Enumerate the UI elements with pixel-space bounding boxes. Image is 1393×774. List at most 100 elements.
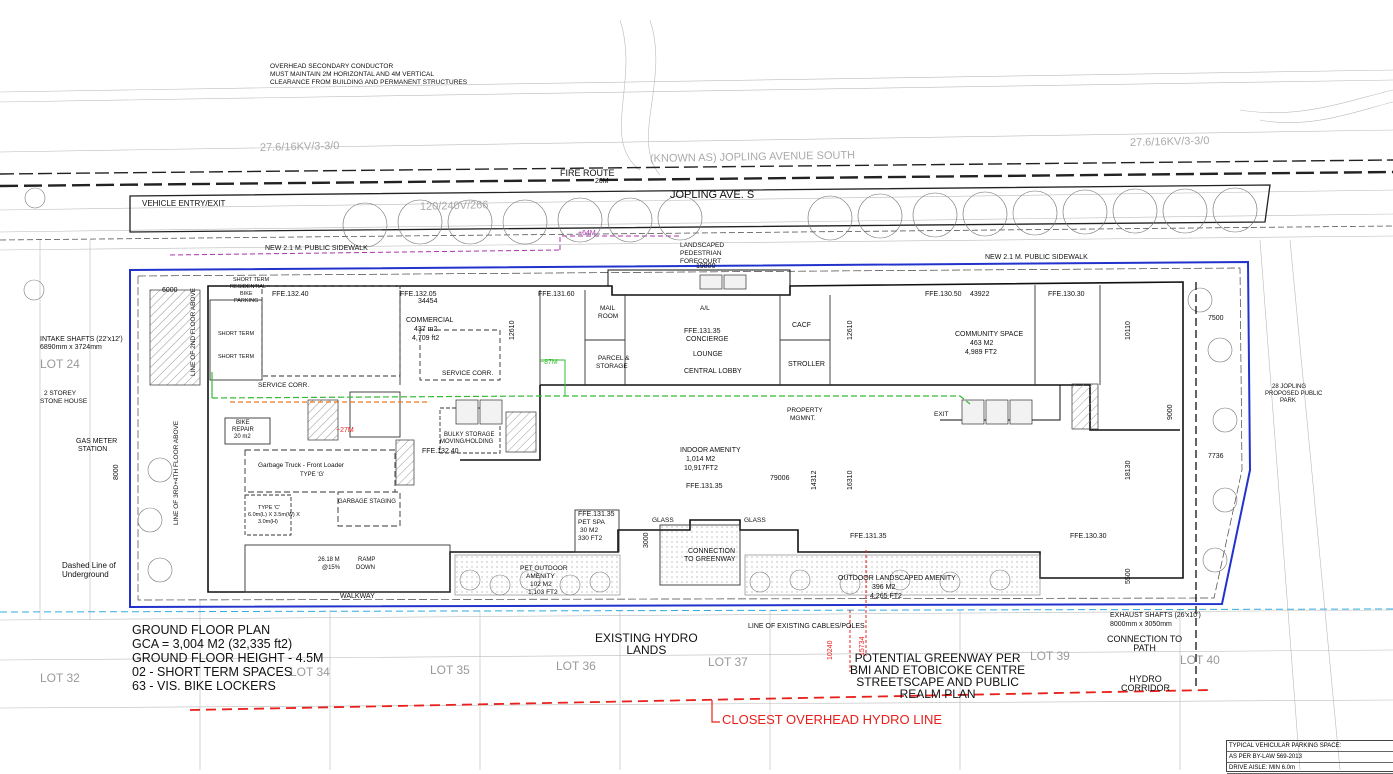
outdoor-landscaped-2: 396 M2 <box>872 584 895 591</box>
dim-3000: 3000 <box>643 532 650 548</box>
greenway-line-1: POTENTIAL GREENWAY PER <box>854 651 1021 665</box>
ffe-pet-spa: FFE.131.35 <box>578 511 615 518</box>
commercial-area-ft2: 4,709 ft2 <box>412 335 439 342</box>
indoor-amenity-label: INDOOR AMENITY <box>680 447 741 454</box>
bulky-storage-2: MOVING/HOLDING <box>440 439 494 445</box>
stroller-label: STROLLER <box>788 361 825 368</box>
short-term-bike-4: PARKING <box>234 298 258 304</box>
exhaust-shafts-2: 8000mm x 3050mm <box>1110 621 1172 628</box>
dim-12610-a: 12610 <box>509 320 516 340</box>
type-c-2: 6.0m(L) X 3.5m(W) X <box>248 512 300 518</box>
cacf-label: CACF <box>792 322 811 329</box>
short-term-bike-3: BIKE <box>240 291 253 297</box>
south-planting <box>23 187 1238 596</box>
plan-title: GROUND FLOOR PLAN <box>132 623 271 637</box>
short-term-bike-1: SHORT TERM <box>233 277 269 283</box>
connection-path-note: CONNECTION TO PATH <box>1107 635 1182 653</box>
existing-hydro-lands: EXISTING HYDRO LANDS <box>595 632 698 656</box>
connection-path-line-2: PATH <box>1133 643 1156 653</box>
lot-34: LOT 34 <box>290 665 330 679</box>
pet-spa-label: PET SPA <box>578 519 606 526</box>
walkway-label: WALKWAY <box>340 593 375 600</box>
lounge-label: LOUNGE <box>693 351 723 358</box>
dim-19800: 19800 <box>696 263 716 270</box>
lot-36: LOT 36 <box>556 659 596 673</box>
ffe-east: FFE.130.30 <box>1048 291 1085 298</box>
dim-16310: 16310 <box>847 470 854 490</box>
storey-house-2: STONE HOUSE <box>40 398 88 405</box>
park-label-3: PARK <box>1280 398 1296 404</box>
ffe-lobby: FFE.131.35 <box>684 328 721 335</box>
ffe-amenity: FFE.131.35 <box>686 483 723 490</box>
power-line-1: 27.6/16KV/3-3/0 <box>260 140 340 154</box>
garbage-staging-label: GARBAGE STAGING <box>338 499 396 505</box>
plan-summary: GROUND FLOOR PLAN GCA = 3,004 M2 (32,335… <box>132 623 323 693</box>
bike-repair-1: BIKE <box>236 420 250 426</box>
ffe-garbage: FFE.132.40 <box>422 448 459 455</box>
dashed-underground-line-2: Underground <box>62 570 109 579</box>
central-lobby-label: CENTRAL LOBBY <box>684 368 742 375</box>
power-line-2: 120/240V/266 <box>420 199 489 213</box>
parcel-2: STORAGE <box>596 363 628 370</box>
parking-table-bylaw: AS PER BY-LAW 569-2013 <box>1227 752 1393 763</box>
community-space-label: COMMUNITY SPACE <box>955 331 1024 338</box>
parking-space-table: TYPICAL VEHICULAR PARKING SPACE: AS PER … <box>1226 740 1393 774</box>
pet-spa-ft2: 330 FT2 <box>578 535 603 542</box>
dashed-underground-line-1: Dashed Line of <box>62 561 116 570</box>
pet-spa-m2: 30 M2 <box>580 527 598 534</box>
exit-label: EXIT <box>934 411 948 418</box>
plan-short-term: 02 - SHORT TERM SPACES <box>132 665 293 679</box>
storey-house-1: 2 STOREY <box>44 390 77 397</box>
vehicle-entry-label: VEHICLE ENTRY/EXIT <box>142 199 226 208</box>
dashed-underground-note: Dashed Line of Underground <box>62 561 116 579</box>
ramp-grade: @15% <box>322 565 341 571</box>
parking-table-title: TYPICAL VEHICULAR PARKING SPACE: <box>1227 741 1393 752</box>
elevators <box>455 274 1033 425</box>
intake-shafts-2: 6890mm x 3724mm <box>40 344 102 351</box>
dim-10240: 10240 <box>827 640 834 660</box>
power-line-3: 27.6/16KV/3-3/0 <box>1130 135 1210 149</box>
glass-label-2: GLASS <box>744 517 766 524</box>
street-width-label: 20M <box>595 178 609 185</box>
dim-6000: 6000 <box>162 287 178 294</box>
line-3rd-floor: LINE OF 3RD+4TH FLOOR ABOVE <box>173 420 180 525</box>
forecourt-label-3: FORECOURT <box>680 258 721 265</box>
ffe-commercial: FFE.132.05 <box>400 291 437 298</box>
ramp-down: DOWN <box>356 565 375 571</box>
greenway-line-4: REALM PLAN <box>899 687 976 701</box>
hydro-corridor-line-1: HYDRO <box>1129 674 1162 684</box>
ffe-west: FFE.132.40 <box>272 291 309 298</box>
parking-table-aisle: DRIVE AISLE: MIN 6.0m <box>1227 763 1393 774</box>
street-name-label: JOPLING AVE. S <box>670 189 754 201</box>
lot-37: LOT 37 <box>708 655 748 669</box>
overhead-conductor-note-1: OVERHEAD SECONDARY CONDUCTOR <box>270 63 393 70</box>
short-term-bike-2: RESIDENTIAL <box>230 284 266 290</box>
service-corr-2: SERVICE CORR. <box>442 370 493 377</box>
dim-5500: 5500 <box>1125 568 1132 584</box>
plan-gca: GCA = 3,004 M2 (32,335 ft2) <box>132 637 293 651</box>
commercial-area-m2: 437 m2 <box>414 326 437 333</box>
greenway-line-3: STREETSCAPE AND PUBLIC <box>856 675 1019 689</box>
elevation-27: ~27M <box>336 427 354 434</box>
existing-hydro-lands-line-2: LANDS <box>626 643 667 657</box>
ffe-community: FFE.130.50 <box>925 291 962 298</box>
hydro-corridor-line-2: CORRIDOR <box>1121 683 1170 693</box>
outdoor-landscaped-3: 4,265 FT2 <box>870 593 902 600</box>
outdoor-landscaped-1: OUTDOOR LANDSCAPED AMENITY <box>838 575 956 582</box>
plan-bike-lockers: 63 - VIS. BIKE LOCKERS <box>132 679 276 693</box>
pet-outdoor-4: 1,103 FT2 <box>528 589 558 596</box>
text-layer: OVERHEAD SECONDARY CONDUCTOR MUST MAINTA… <box>40 63 1323 685</box>
greenway-line-2: BMI AND ETOBICOKE CENTRE <box>850 663 1026 677</box>
park-label-1: 28 JOPLING <box>1272 384 1306 390</box>
dim-15734: 15734 <box>859 636 866 656</box>
elevation-64: +64M <box>578 230 596 237</box>
ramp-label: RAMP <box>358 557 375 563</box>
existing-hydro-lands-line-1: EXISTING HYDRO <box>595 631 698 645</box>
cables-poles-label: LINE OF EXISTING CABLES/POLES <box>748 623 865 630</box>
new-sidewalk-east: NEW 2.1 M. PUBLIC SIDEWALK <box>985 254 1088 261</box>
ffe-south: FFE.131.35 <box>850 533 887 540</box>
garbage-truck-1: Garbage Truck - Front Loader <box>258 462 345 469</box>
mail-room-1: MAIL <box>600 305 616 312</box>
indoor-amenity-ft2: 10,917FT2 <box>684 465 718 472</box>
dim-10110: 10110 <box>1125 321 1132 340</box>
